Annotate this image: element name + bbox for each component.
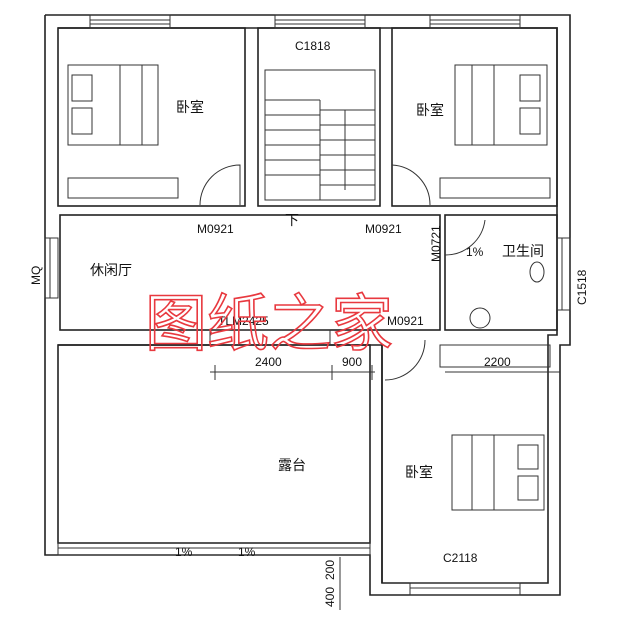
label-slope-bath: 1% bbox=[466, 245, 484, 259]
dim-2400: 2400 bbox=[255, 355, 282, 369]
label-window-bottom: C2118 bbox=[443, 551, 478, 565]
label-window-bath: C1518 bbox=[575, 269, 589, 305]
label-door-right: M0921 bbox=[365, 222, 402, 236]
label-door-lower: M0921 bbox=[387, 314, 424, 328]
watermark: 图纸之家 bbox=[145, 287, 393, 360]
room-bedroom-top-left: 卧室 bbox=[176, 99, 204, 115]
dim-900: 900 bbox=[342, 355, 362, 369]
stair-down-label: 下 bbox=[285, 212, 299, 228]
staircase bbox=[264, 69, 376, 201]
beds bbox=[67, 64, 551, 511]
label-slope-terrace-1: 1% bbox=[175, 545, 193, 559]
windows bbox=[44, 14, 571, 596]
dim-2200: 2200 bbox=[484, 355, 511, 369]
label-door-left: M0921 bbox=[197, 222, 234, 236]
room-bathroom: 卫生间 bbox=[502, 243, 544, 259]
label-window-top: C1818 bbox=[295, 39, 331, 53]
room-bedroom-top-right: 卧室 bbox=[416, 102, 444, 118]
room-leisure-hall: 休闲厅 bbox=[90, 262, 132, 278]
room-bedroom-bottom-right: 卧室 bbox=[405, 464, 433, 480]
dimension-lines bbox=[210, 365, 560, 610]
room-terrace: 露台 bbox=[278, 457, 306, 473]
label-sliding-door: TLM2425 bbox=[218, 314, 269, 328]
dim-200: 200 bbox=[323, 560, 337, 580]
label-slope-terrace-2: 1% bbox=[238, 545, 256, 559]
dim-400: 400 bbox=[323, 587, 337, 607]
label-wall-mq: MQ bbox=[29, 266, 43, 285]
doors bbox=[199, 164, 545, 381]
label-door-bath: M0721 bbox=[429, 225, 443, 262]
